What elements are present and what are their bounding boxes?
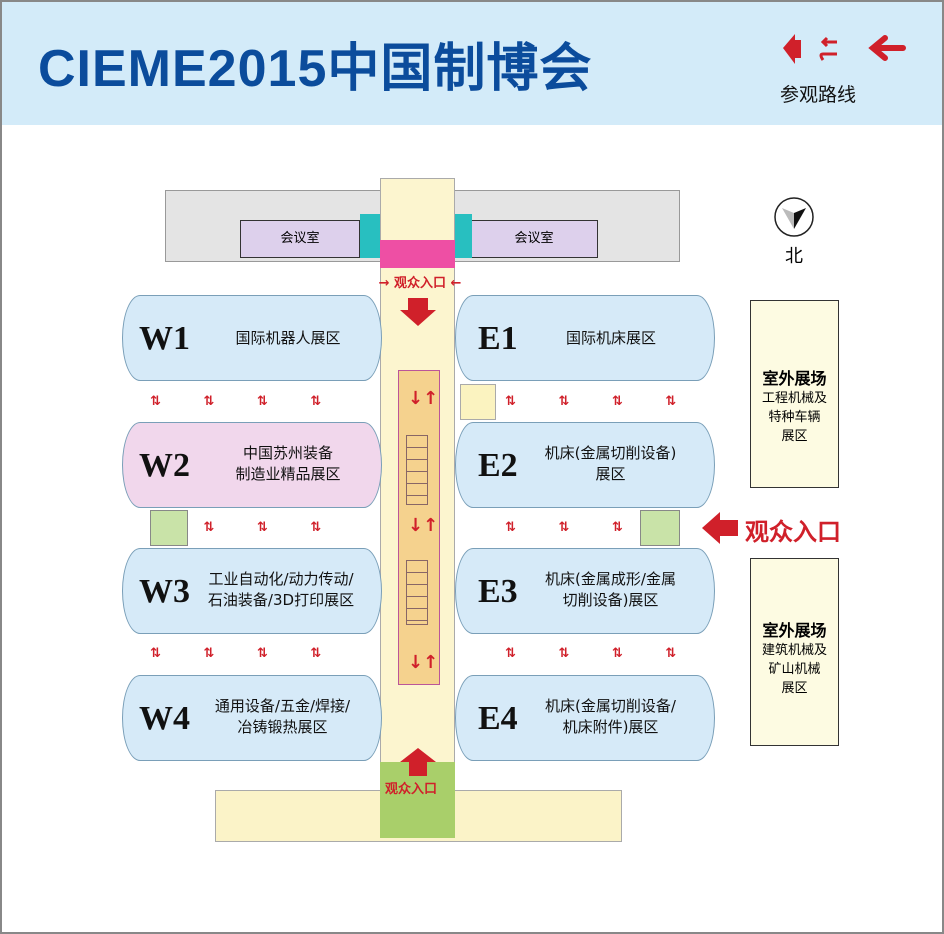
connector-arrows: ⇅ ⇅ ⇅ ⇅	[505, 520, 677, 535]
escalator	[406, 435, 428, 505]
up-arrow-icon	[400, 748, 436, 776]
meeting-room-west: 会议室	[240, 220, 360, 258]
hall-e3[interactable]: E3 机床(金属成形/金属 切削设备)展区	[455, 548, 715, 634]
hall-w3[interactable]: W3 工业自动化/动力传动/ 石油装备/3D打印展区	[122, 548, 382, 634]
left-arrow-icon	[702, 512, 738, 544]
outdoor-area-south: 室外展场建筑机械及 矿山机械 展区	[750, 558, 839, 746]
east-entrance-label: 观众入口	[745, 518, 841, 546]
hall-code: E3	[478, 573, 518, 610]
hall-name: 通用设备/五金/焊接/ 冶铸锻热展区	[214, 697, 351, 736]
hall-name: 机床(金属切削设备/ 机床附件)展区	[545, 697, 676, 736]
hall-name: 国际机床展区	[565, 329, 656, 347]
header-banner	[2, 2, 942, 125]
north-entrance-label: → 观众入口 ←	[378, 276, 462, 291]
connector-block	[640, 510, 680, 546]
hall-e2[interactable]: E2 机床(金属切削设备) 展区	[455, 422, 715, 508]
route-arrows-icon	[783, 34, 906, 64]
connector-block	[460, 384, 496, 420]
hall-code: W2	[139, 447, 190, 484]
outdoor-area-north: 室外展场工程机械及 特种车辆 展区	[750, 300, 839, 488]
north-entrance-text: 观众入口	[393, 276, 446, 291]
outdoor-title: 室外展场	[762, 621, 827, 640]
outdoor-desc: 工程机械及 特种车辆 展区	[761, 391, 827, 444]
outdoor-desc: 建筑机械及 矿山机械 展区	[761, 643, 827, 696]
south-entrance-label: 观众入口	[385, 782, 438, 797]
down-arrow-icon	[400, 298, 436, 326]
hall-name: 工业自动化/动力传动/ 石油装备/3D打印展区	[207, 570, 355, 609]
hall-w4[interactable]: W4 通用设备/五金/焊接/ 冶铸锻热展区	[122, 675, 382, 761]
connector-block	[150, 510, 188, 546]
north-compass-icon	[774, 197, 814, 237]
compass-label: 北	[785, 246, 803, 267]
bidirectional-arrow-icon: ↓↑	[408, 388, 439, 409]
route-legend-label: 参观路线	[780, 84, 857, 106]
hall-code: E2	[478, 447, 518, 484]
hall-name: 机床(金属切削设备) 展区	[544, 444, 677, 483]
bidirectional-arrow-icon: ↓↑	[408, 652, 439, 673]
central-atrium	[398, 370, 440, 685]
connector-arrows: ⇅ ⇅ ⇅ ⇅	[150, 646, 322, 661]
hall-name: 国际机器人展区	[235, 329, 341, 347]
connector-arrows: ⇅ ⇅ ⇅ ⇅	[505, 394, 677, 409]
hall-e1[interactable]: E1 国际机床展区	[455, 295, 715, 381]
hall-code: W3	[139, 573, 190, 610]
meeting-room-east: 会议室	[470, 220, 598, 258]
hall-code: E1	[478, 320, 518, 357]
bidirectional-arrow-icon: ↓↑	[408, 515, 439, 536]
hall-code: W4	[139, 700, 190, 737]
hall-e4[interactable]: E4 机床(金属切削设备/ 机床附件)展区	[455, 675, 715, 761]
hall-name: 中国苏州装备 制造业精品展区	[235, 444, 341, 483]
north-entrance-area	[380, 240, 455, 268]
connector-arrows: ⇅ ⇅ ⇅ ⇅	[505, 646, 677, 661]
hall-name: 机床(金属成形/金属 切削设备)展区	[545, 570, 676, 609]
connector-arrows: ⇅ ⇅ ⇅ ⇅	[150, 394, 322, 409]
page-title: CIEME2015中国制博会	[38, 40, 593, 98]
hall-w1[interactable]: W1 国际机器人展区	[122, 295, 382, 381]
hall-w2[interactable]: W2 中国苏州装备 制造业精品展区	[122, 422, 382, 508]
outdoor-title: 室外展场	[762, 369, 827, 388]
connector-arrows: ⇅ ⇅ ⇅ ⇅	[150, 520, 322, 535]
escalator	[406, 560, 428, 625]
hall-code: E4	[478, 700, 518, 737]
hall-code: W1	[139, 320, 190, 357]
